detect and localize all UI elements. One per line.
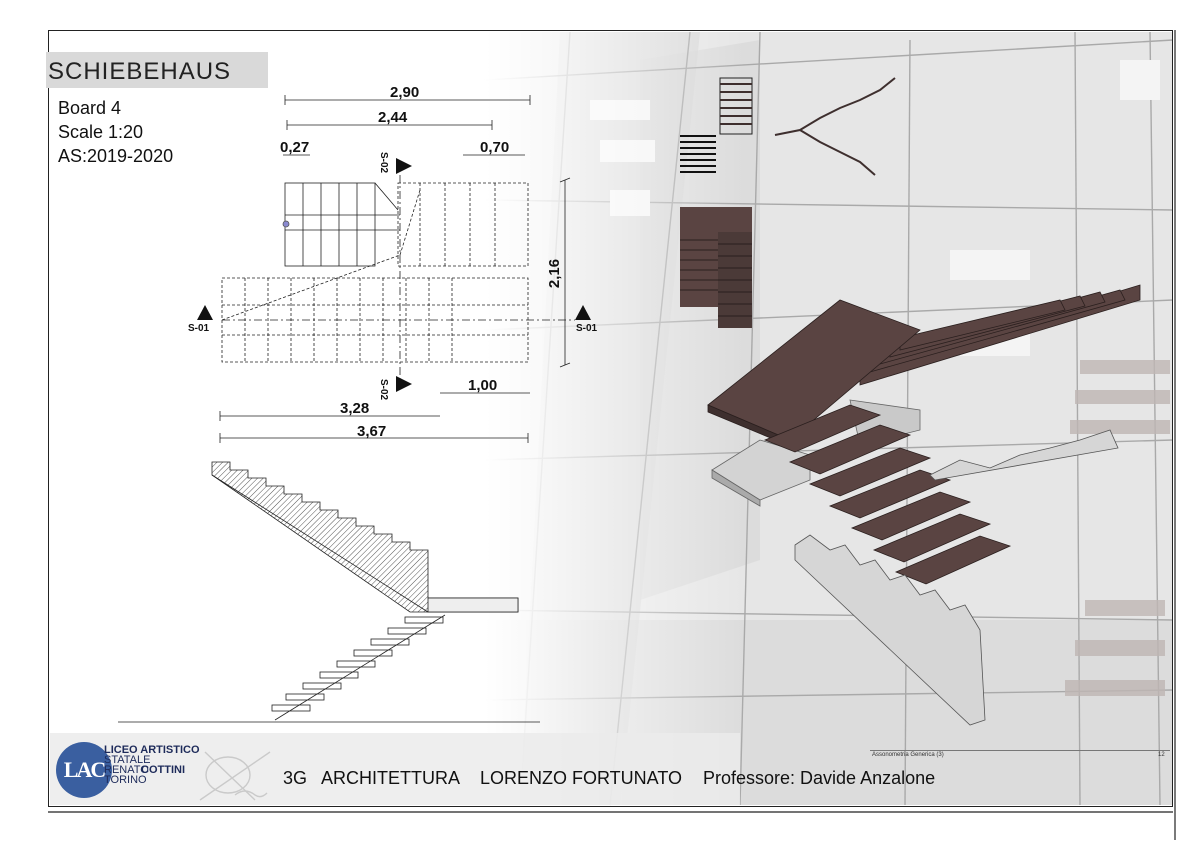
dimension-label: 2,16 [546,258,564,289]
school-name-line3a: RENATO [104,764,149,776]
school-name-line4: TORINO [104,774,147,786]
title-block [50,733,740,805]
school-name-line1: LICEO ARTISTICO [104,744,200,756]
stair-section-drawing [118,461,540,723]
class-label: 3G [283,768,308,788]
dimension-label: 0,70 [480,139,510,156]
section-label-s01-right: S-01 [576,323,598,334]
section-label-s02-top: S-02 [378,151,390,174]
board-scale: Scale 1:20 [58,122,144,142]
dimension-label: 3,28 [340,400,370,417]
board-frame [48,30,1173,807]
board-title: SCHIEBEHAUS [48,58,232,85]
student-name: LORENZO FORTUNATO [480,768,683,788]
section-label-s01-left: S-01 [188,323,210,334]
view-number: 12 [1158,752,1165,758]
school-name-line3b: COTTINI [141,764,185,776]
school-logo: LAC [56,742,112,798]
title-bar [46,52,268,88]
view-label-line [870,750,1170,751]
dimension-label: 2,90 [390,84,420,101]
dimension-label: 3,67 [357,423,387,440]
school-name-line2: STATALE [104,754,151,766]
dimension-label: 1,00 [468,377,498,394]
section-label-s02-bottom: S-02 [378,378,390,401]
stair-thumb-views [680,77,896,328]
subject-label: ARCHITETTURA [321,768,460,788]
view-name: Assonometria Generica (3) [872,752,944,758]
board-number: Board 4 [58,98,122,118]
academic-year: AS:2019-2020 [58,146,174,166]
stair-plan-drawing [219,95,575,443]
dimension-label: 0,27 [280,139,310,156]
background-render-sketch [484,31,1174,806]
professor-name: Professore: Davide Anzalone [703,768,936,788]
stair-axonometric [707,284,1141,726]
section-markers [197,158,591,392]
dimension-label: 2,44 [378,109,408,126]
